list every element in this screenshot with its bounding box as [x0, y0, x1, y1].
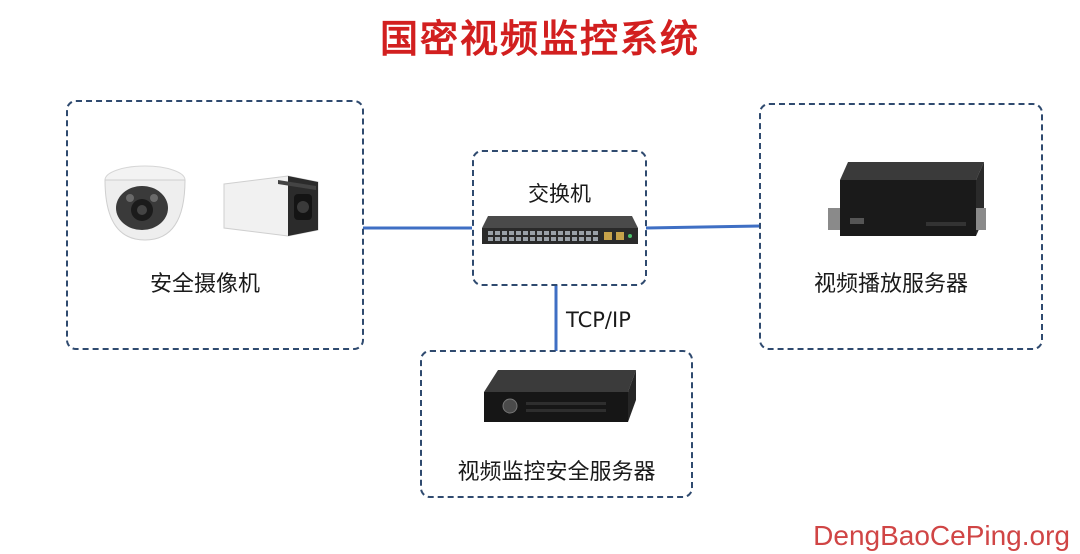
switch-label: 交换机: [528, 182, 591, 206]
dome-camera-image: [104, 165, 186, 241]
diagram-title: 国密视频监控系统: [379, 17, 700, 61]
cameras-group-box: [66, 100, 364, 350]
playback-server-label: 视频播放服务器: [813, 272, 968, 297]
rack-server-image: [828, 162, 986, 236]
network-switch-image: [482, 216, 638, 244]
playback-server-box: [759, 103, 1043, 350]
tcpip-label: TCP/IP: [566, 308, 631, 332]
watermark-text: DengBaoCePing.org: [813, 520, 1070, 551]
bullet-camera-image: [223, 175, 319, 237]
security-server-label: 视频监控安全服务器: [457, 460, 656, 485]
cameras-label: 安全摄像机: [149, 272, 260, 297]
nvr-server-image: [484, 370, 636, 422]
switch-box: [472, 150, 647, 286]
security-server-box: [420, 350, 693, 498]
